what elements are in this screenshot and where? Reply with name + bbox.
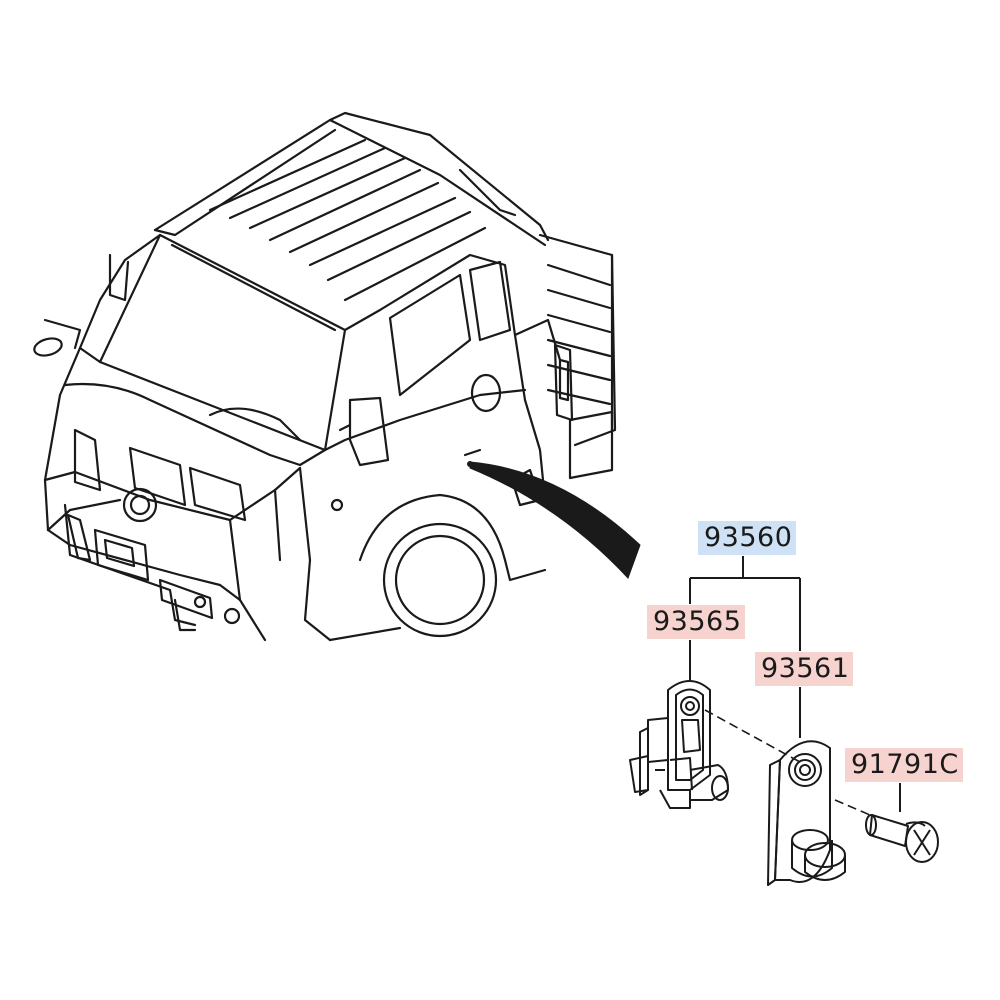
wheel [328, 468, 547, 642]
windshield [98, 233, 347, 452]
assembly-line [704, 709, 871, 816]
callout-93561: 93561 [761, 653, 850, 684]
callout-91791C: 91791C [851, 749, 959, 780]
cab-side [298, 253, 562, 642]
truck-illustration [33, 111, 617, 642]
cab-roof [153, 111, 550, 302]
callout-93565: 93565 [653, 606, 742, 637]
switch-bracket-part [767, 740, 846, 886]
callout-bg-93560 [698, 521, 796, 555]
cab-front [43, 233, 327, 642]
callout-bg-93565 [647, 605, 745, 639]
leader-arrow [469, 461, 641, 579]
side-mirror-left [33, 253, 130, 357]
door-switch-part [629, 680, 729, 809]
cargo-bed [538, 233, 617, 480]
callout-leaders [689, 556, 901, 812]
callout-bg-93561 [755, 652, 853, 686]
callout-93560: 93560 [704, 522, 793, 553]
screw-part [865, 814, 939, 863]
callout-bg-91791C [845, 748, 963, 782]
front-bumper [46, 503, 242, 632]
